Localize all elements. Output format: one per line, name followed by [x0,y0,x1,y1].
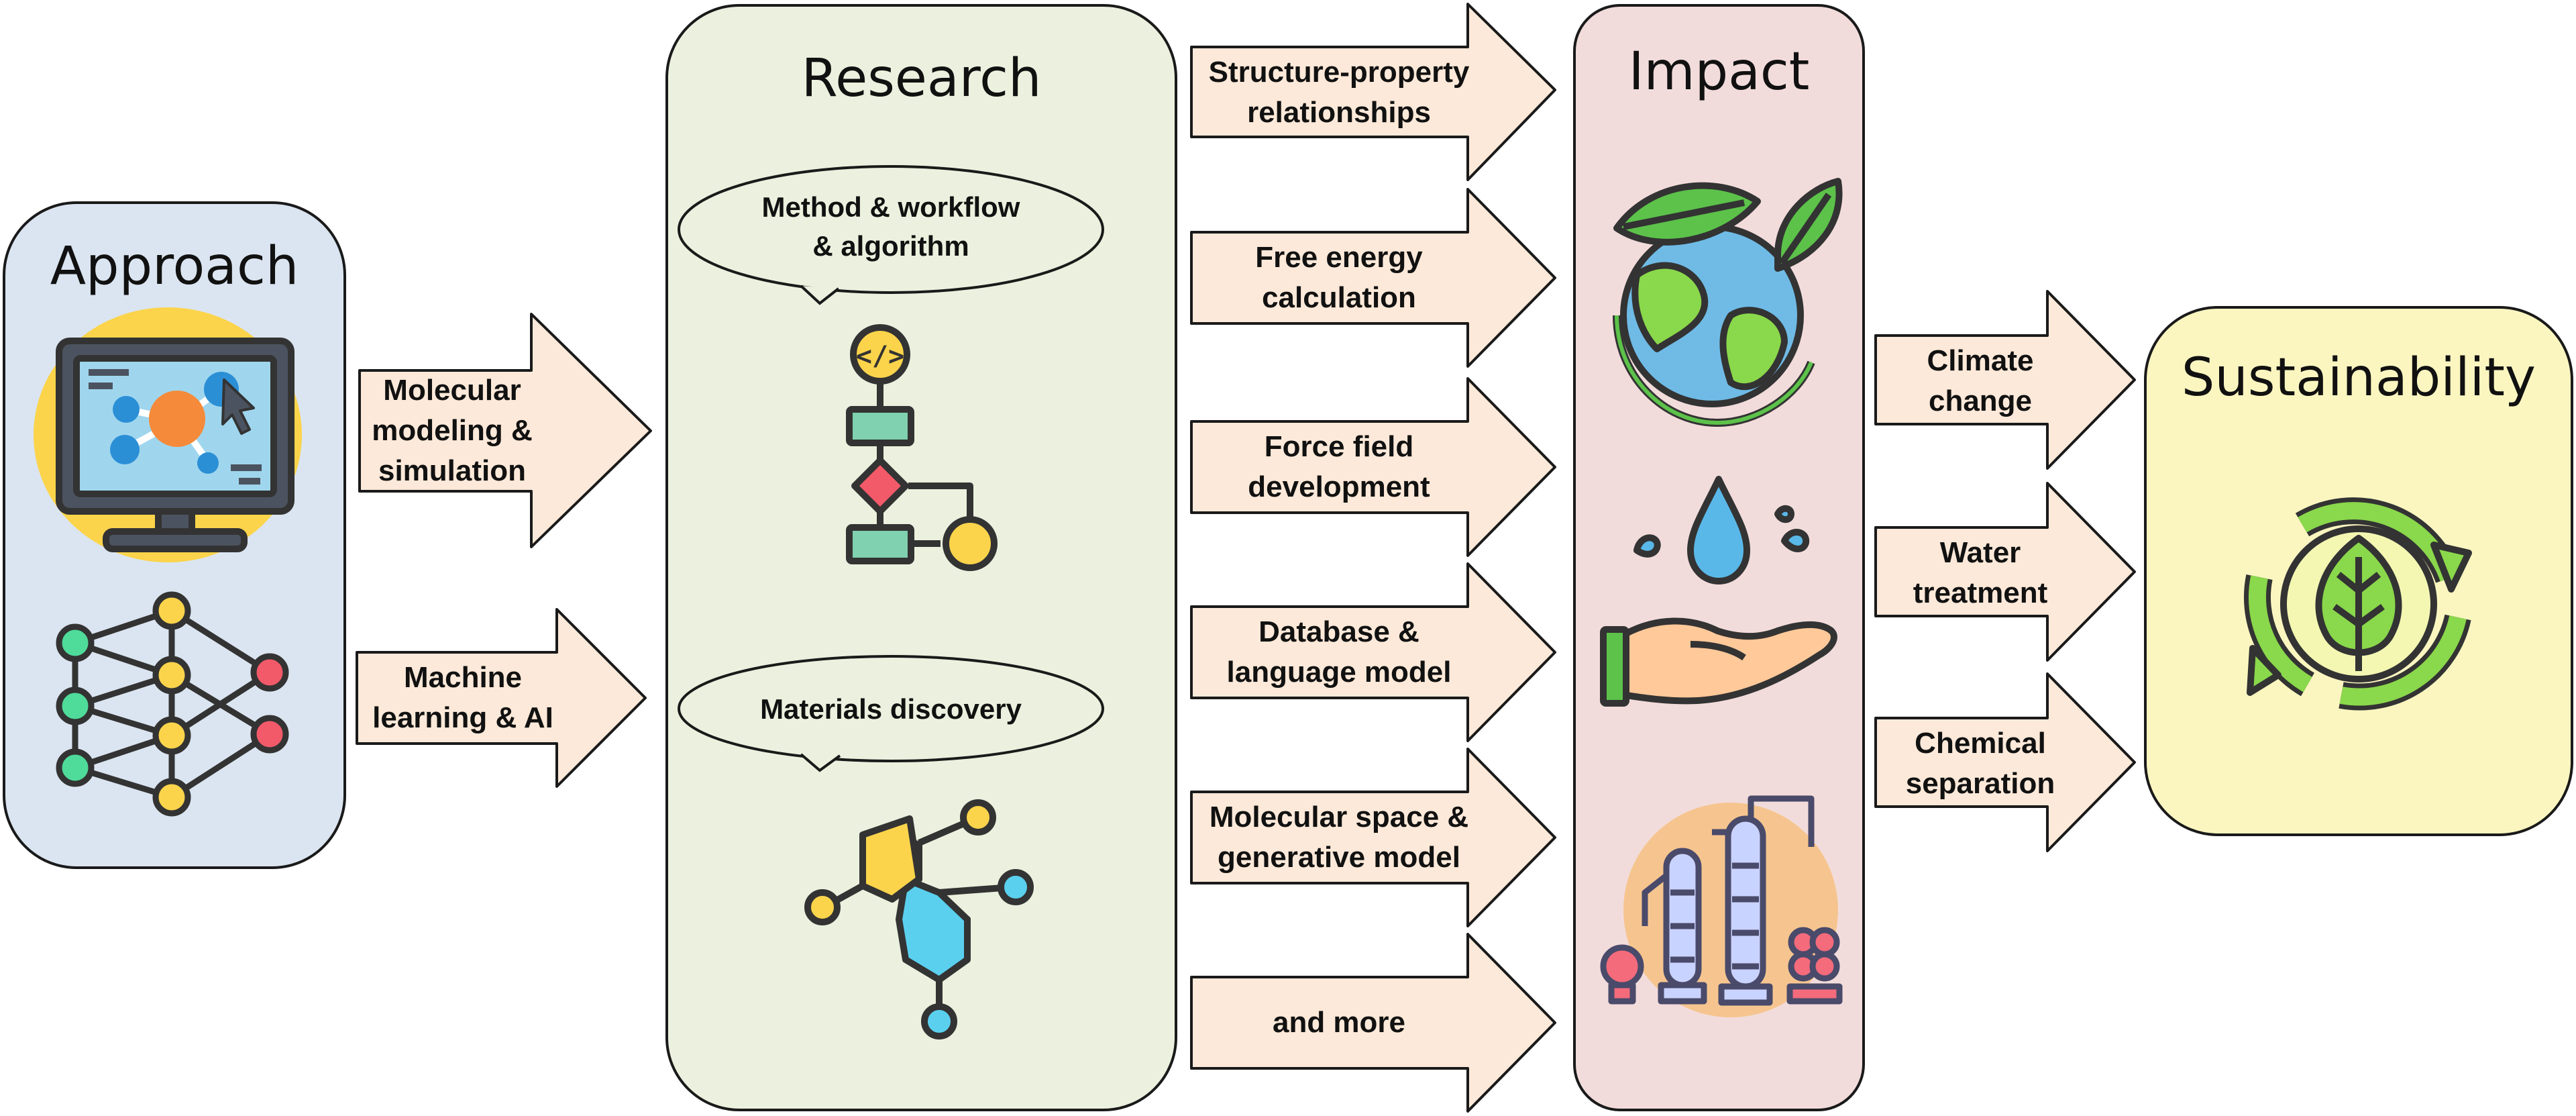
research-arrow-4 [1190,562,1556,742]
approach-arrow-1 [358,313,652,548]
approach-arrow-label-2: Machine learning & AI [372,661,553,734]
bubble-materials-label: Materials discovery [760,693,1022,725]
research-arrow-label-4: Database & language model [1226,615,1452,689]
research-arrow-label-3: Force field development [1248,430,1430,503]
flowchart-code-icon: </> [846,324,998,571]
impact-arrow-2 [1874,482,2136,662]
research-arrow-label-5: Molecular space & generative model [1209,801,1469,874]
research-arrow-6 [1190,933,1556,1113]
research-arrow-label-1: Structure-property relationships [1208,56,1470,129]
research-arrow-5 [1190,748,1556,927]
globe-leaves-icon [1613,178,1843,427]
water-drop-hand-icon [1600,476,1837,707]
research-arrow-label-2: Free energy calculation [1255,241,1423,314]
chemical-plant-icon [1600,795,1843,1017]
approach-arrow-2 [356,608,647,788]
bubble-method [678,165,1104,305]
research-arrow-1 [1190,3,1556,181]
research-arrow-2 [1190,188,1556,368]
sustainability-title: Sustainability [2181,348,2536,408]
bubble-method-label: Method & workflow & algorithm [761,191,1020,262]
recycle-leaf-icon [2243,497,2472,711]
molecule-icon [804,799,1034,1039]
impact-arrow-label-1: Climate change [1927,344,2034,417]
impact-arrow-3 [1874,672,2136,852]
research-arrow-3 [1190,377,1556,557]
approach-arrow-label-1: Molecular modeling & simulation [372,374,533,487]
computer-monitor-icon [34,307,302,562]
research-title: Research [801,48,1042,109]
impact-arrow-label-2: Water treatment [1913,536,2048,609]
approach-title: Approach [50,236,299,297]
bubble-materials [678,655,1104,772]
research-arrow-label-6: and more [1272,1006,1406,1039]
svg-text:</>: </> [856,341,904,372]
neural-network-icon [56,591,289,817]
impact-arrow-label-3: Chemical separation [1905,727,2055,800]
impact-arrow-1 [1874,290,2136,470]
impact-title: Impact [1628,42,1810,102]
